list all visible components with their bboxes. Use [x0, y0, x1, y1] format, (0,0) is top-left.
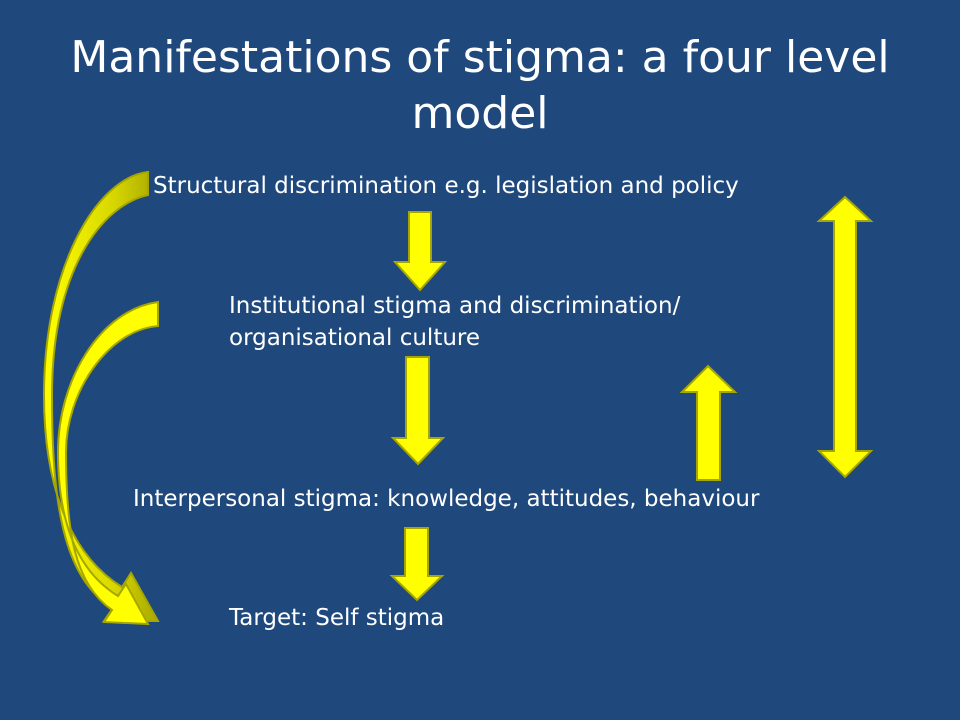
- curved-arrow-outer: [42, 170, 160, 622]
- level-target: Target: Self stigma: [229, 605, 445, 631]
- up-arrow: [679, 364, 738, 481]
- slide-title: Manifestations of stigma: a four level m…: [70, 32, 890, 139]
- curved-arrow-inner: [56, 300, 159, 626]
- down-arrow-2: [390, 356, 446, 466]
- down-arrow-3: [389, 527, 445, 602]
- down-arrow-1: [392, 211, 448, 292]
- level-interpersonal: Interpersonal stigma: knowledge, attitud…: [133, 486, 760, 512]
- level-institutional: Institutional stigma and discrimination/…: [229, 290, 680, 354]
- level-institutional-line2: organisational culture: [229, 325, 481, 351]
- level-structural: Structural discrimination e.g. legislati…: [153, 173, 739, 199]
- level-institutional-line1: Institutional stigma and discrimination/: [229, 293, 681, 319]
- double-arrow: [816, 195, 874, 479]
